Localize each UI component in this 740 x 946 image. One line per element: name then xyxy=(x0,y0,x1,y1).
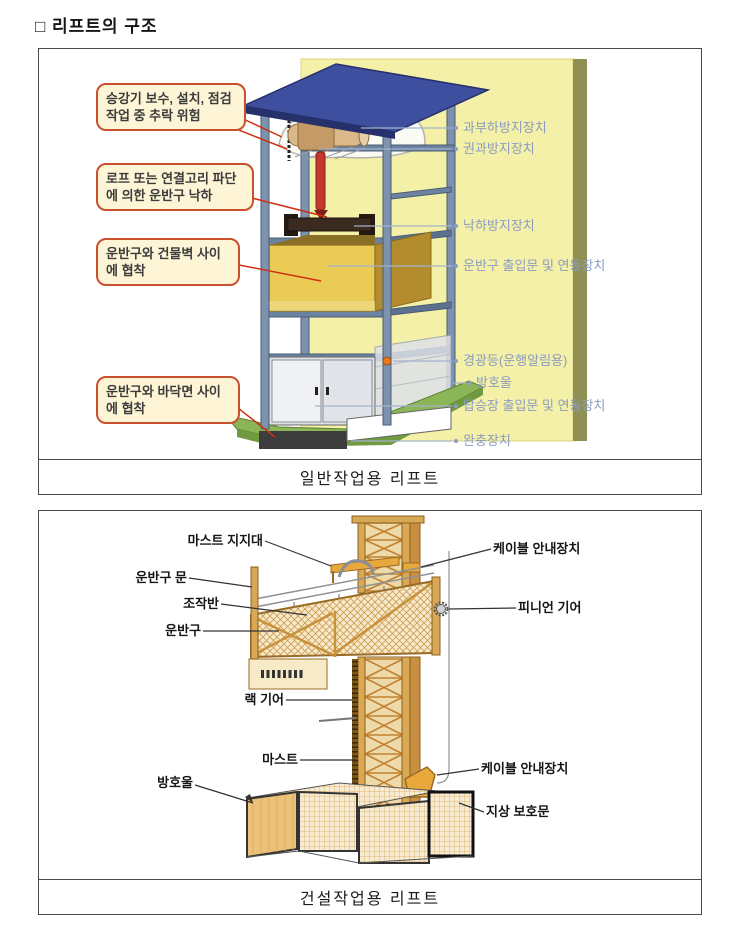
carriage-platform xyxy=(248,559,441,690)
device-leader-lines xyxy=(315,127,466,442)
ground-protection-door xyxy=(427,790,475,858)
device-leader-dots xyxy=(454,126,472,443)
construction-lift-caption: 건설작업용 리프트 xyxy=(39,879,701,914)
hazard-callout-rope-break-drop: 로프 또는 연결고리 파단에 의한 운반구 낙하 xyxy=(96,163,254,212)
page-title: □ 리프트의 구조 xyxy=(35,17,158,36)
part-label-rack-gear: 랙 기어 xyxy=(244,692,285,707)
part-label-control-panel: 조작반 xyxy=(183,596,219,611)
pinion-gear xyxy=(433,601,449,617)
construction-lift-diagram: 마스트 지지대 운반구 문 조작반 운반구 랙 기어 마스트 방호울 케이블 안… xyxy=(39,511,701,877)
part-leader-lines xyxy=(188,540,517,813)
hazard-callout-pinch-floor: 운반구와 바닥면 사이에 협착 xyxy=(96,376,240,425)
part-label-carriage-door: 운반구 문 xyxy=(135,570,187,585)
device-label-landing-door-interlock: 탑승장 출입문 및 연동장치 xyxy=(463,398,606,413)
device-label-warning-beacon: 경광등(운행알림용) xyxy=(463,353,568,368)
buffer-step xyxy=(346,406,452,442)
hazard-callout-pinch-wall: 운반구와 건물벽 사이에 협착 xyxy=(96,238,240,287)
general-lift-diagram: 승강기 보수, 설치, 점검 작업 중 추락 위험 로프 또는 연결고리 파단에… xyxy=(39,49,701,459)
rack-gear xyxy=(318,659,358,813)
device-label-buffer: 완충장치 xyxy=(463,433,511,448)
mast-support-arm xyxy=(330,556,400,583)
device-label-fall-preventer: 낙하방지장치 xyxy=(463,218,535,233)
construction-lift-figure: 마스트 지지대 운반구 문 조작반 운반구 랙 기어 마스트 방호울 케이블 안… xyxy=(38,510,702,915)
ground-enclosure xyxy=(246,782,475,864)
device-label-protective-fence: 방호울 xyxy=(476,375,512,390)
general-lift-caption: 일반작업용 리프트 xyxy=(39,459,701,494)
carriage-cage xyxy=(268,231,432,312)
warning-beacon-lamp xyxy=(382,356,392,366)
device-label-overload-preventer: 과부하방지장치 xyxy=(463,120,547,135)
part-label-pinion-gear: 피니언 기어 xyxy=(518,600,582,615)
general-lift-illustration xyxy=(223,58,587,449)
wall-edge-strip xyxy=(573,59,587,441)
device-label-carriage-door-interlock: 운반구 출입문 및 연동장치 xyxy=(463,258,606,273)
part-label-carriage: 운반구 xyxy=(165,623,201,638)
hazard-callout-fall-during-maintenance: 승강기 보수, 설치, 점검 작업 중 추락 위험 xyxy=(96,83,246,132)
part-label-mast-support: 마스트 지지대 xyxy=(187,533,263,548)
hoist-rope xyxy=(314,151,328,220)
fence-arrowhead xyxy=(245,794,253,803)
power-cable xyxy=(436,551,450,784)
part-label-protective-fence: 방호울 xyxy=(157,775,193,790)
roof xyxy=(240,63,491,139)
landing-doors xyxy=(268,356,376,426)
part-label-ground-door: 지상 보호문 xyxy=(486,804,550,819)
foundation-slab xyxy=(259,431,347,449)
device-label-overwind-preventer: 권과방지장치 xyxy=(463,141,535,156)
part-label-mast: 마스트 xyxy=(262,752,298,767)
general-lift-figure: 승강기 보수, 설치, 점검 작업 중 추락 위험 로프 또는 연결고리 파단에… xyxy=(38,48,702,495)
part-label-cable-guide-bottom: 케이블 안내장치 xyxy=(481,761,569,776)
part-label-cable-guide-top: 케이블 안내장치 xyxy=(493,541,581,556)
fall-prevention-beam xyxy=(284,214,375,236)
construction-lift-illustration xyxy=(188,515,517,864)
